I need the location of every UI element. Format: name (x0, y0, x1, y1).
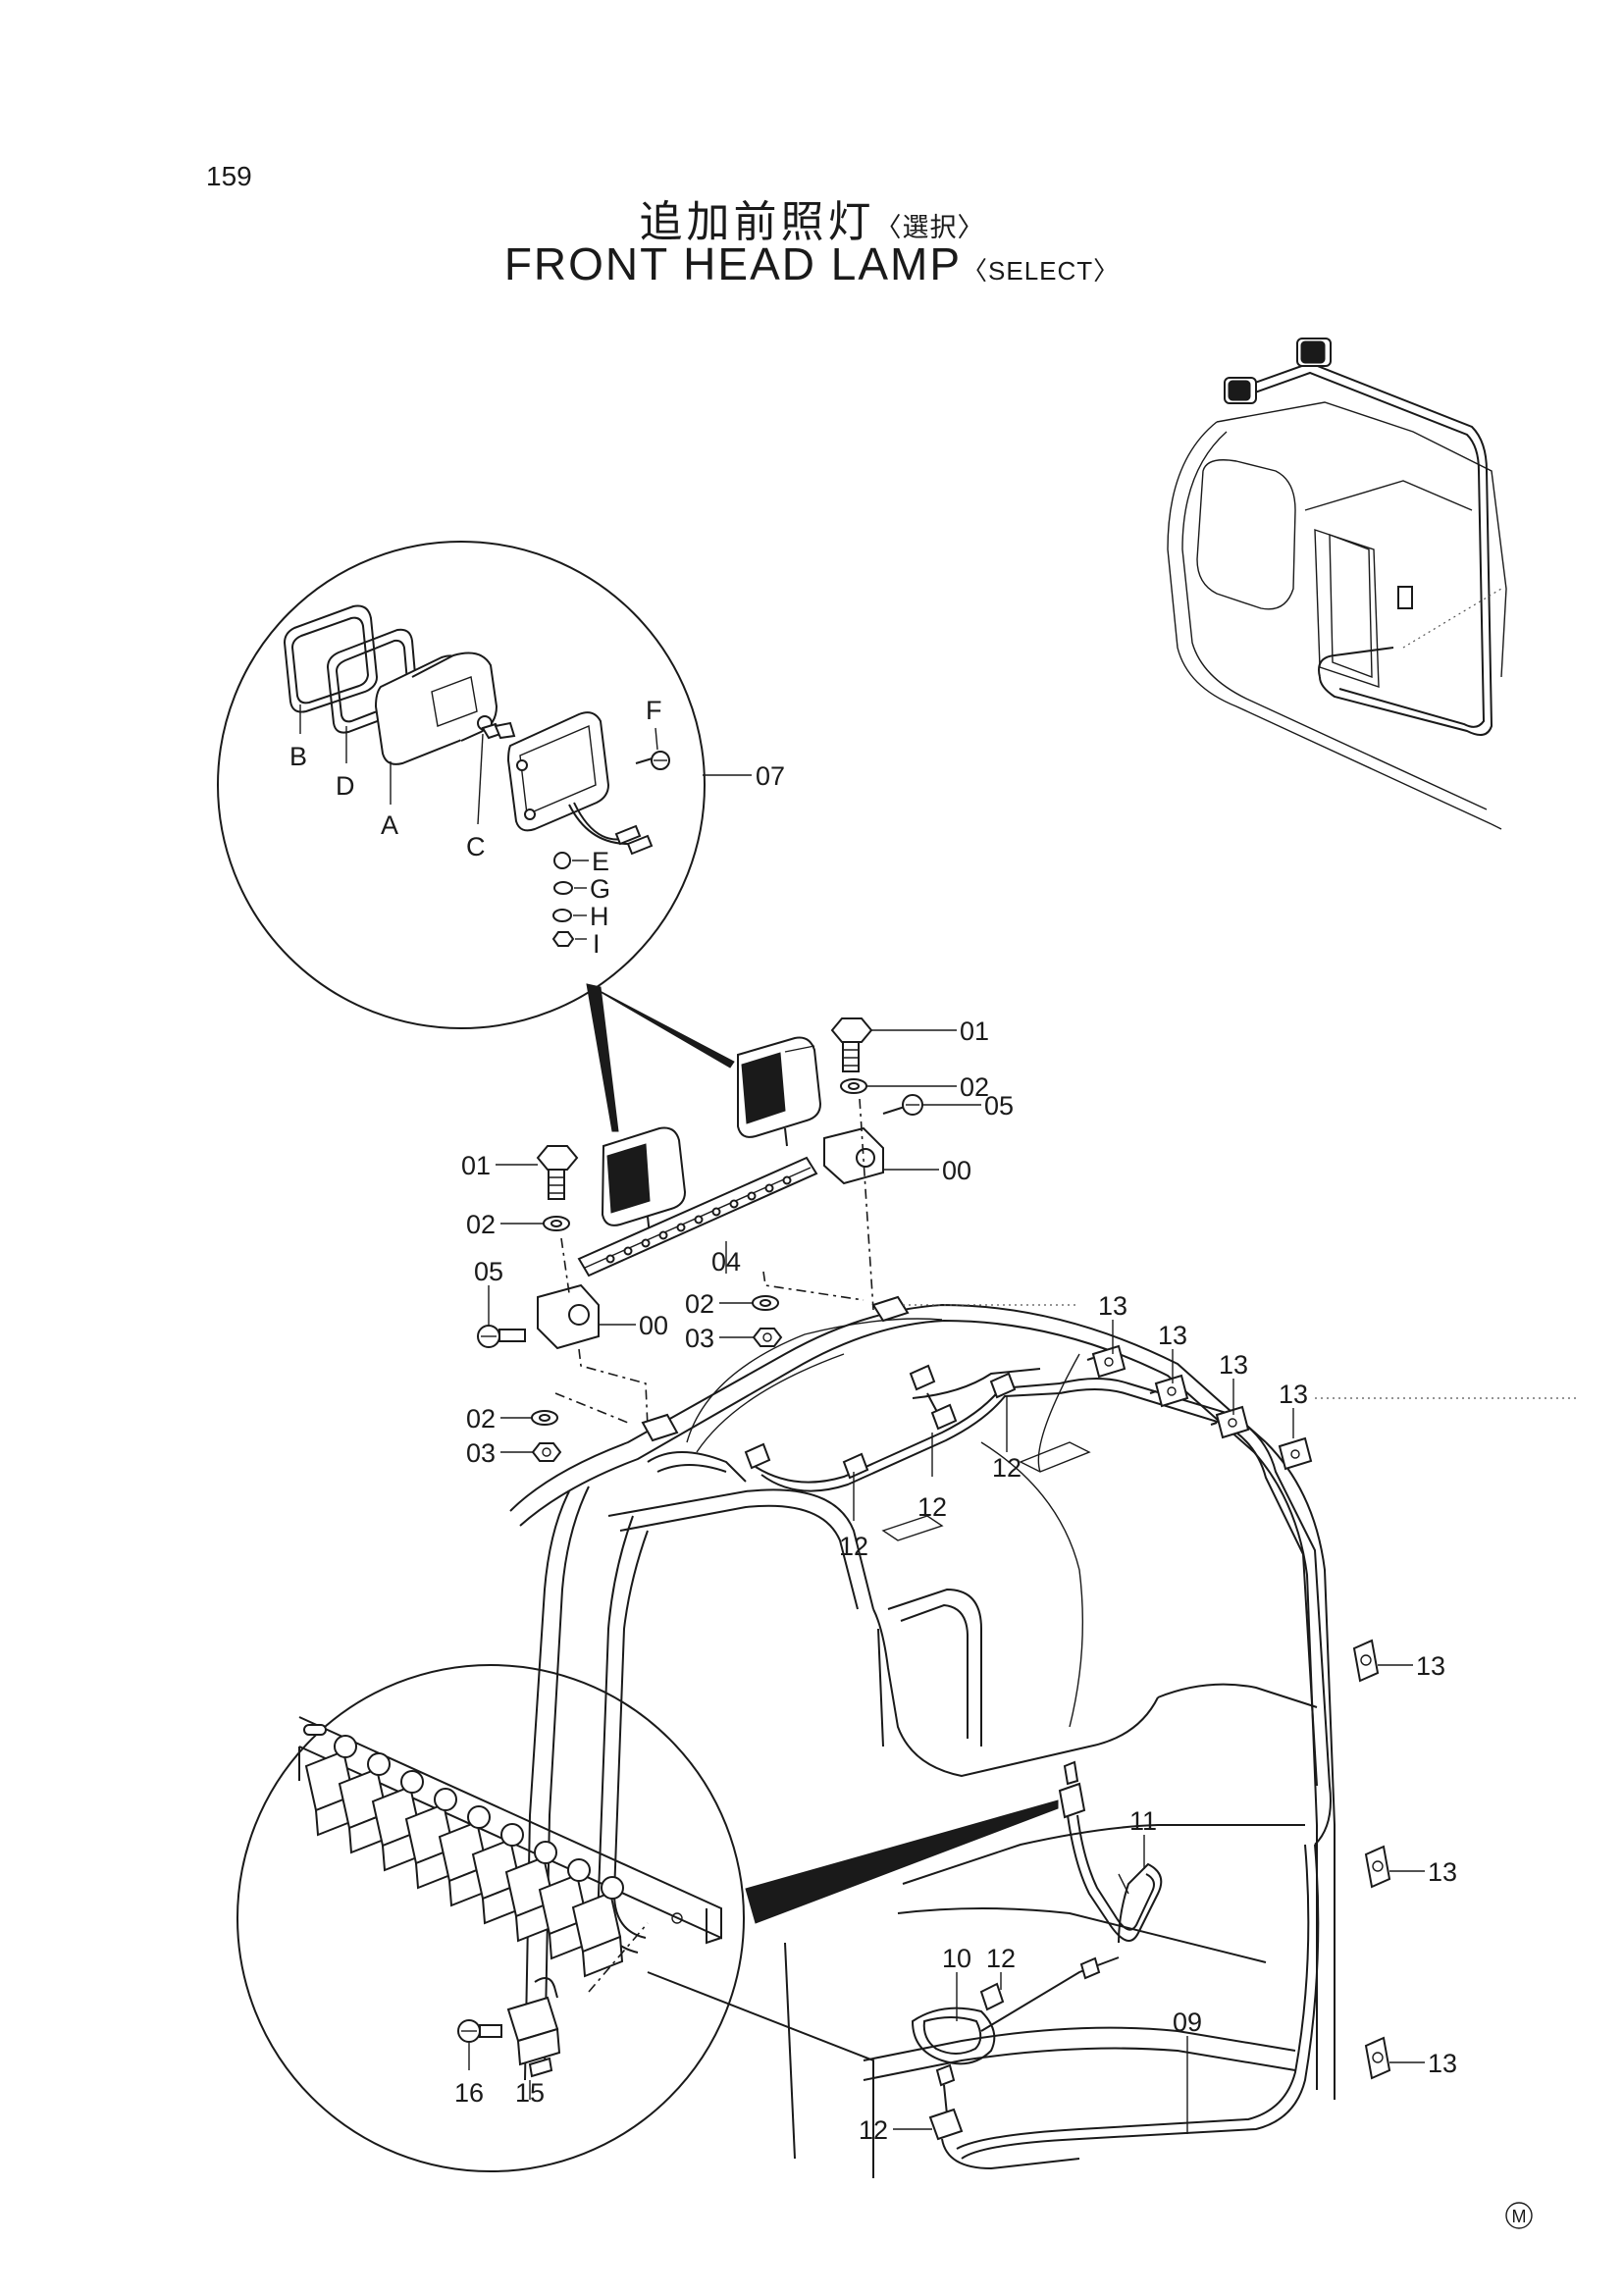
title-english: FRONT HEAD LAMP〈SELECT〉 (0, 237, 1624, 290)
lamp-part-i-nut (551, 931, 575, 947)
callout-labels: 01 02 05 00 01 02 05 00 04 02 03 02 03 1… (454, 1017, 1457, 2145)
front-head-lamp-right (737, 1036, 822, 1147)
lamp-detail-label-i: I (593, 929, 601, 959)
clip-13-b (1149, 1374, 1189, 1408)
front-head-lamp-left (601, 1126, 687, 1235)
lamp-detail-circle: B D A C F E G H I 07 (217, 541, 785, 1029)
callout-05-right: 05 (984, 1091, 1014, 1121)
lamp-detail-pointer-left (586, 983, 619, 1132)
callout-12-c: 12 (839, 1532, 868, 1561)
callout-13-f: 13 (1428, 1857, 1457, 1887)
callout-09: 09 (1173, 2007, 1202, 2037)
callout-02-left: 02 (466, 1210, 496, 1239)
callout-01-right: 01 (960, 1017, 989, 1046)
bolt-01-right (830, 1017, 873, 1072)
lamp-part-gasket-b (283, 604, 379, 713)
callout-01-left: 01 (461, 1151, 491, 1180)
callout-02-middle: 02 (685, 1289, 714, 1319)
lamp-detail-label-b: B (289, 742, 307, 771)
callout-16: 16 (454, 2078, 484, 2108)
lamp-detail-label-e: E (592, 847, 609, 876)
lamp-detail-label-g: G (590, 874, 610, 904)
clip-13-f (1364, 1845, 1391, 1889)
footer-mark: M (1505, 2202, 1533, 2229)
title-japanese: 追加前照灯〈選択〉 (0, 186, 1624, 249)
harness-10 (911, 1956, 1120, 2170)
callout-13-g: 13 (1428, 2049, 1457, 2078)
callout-12-b: 12 (917, 1492, 947, 1522)
overview-bracket (1397, 586, 1413, 609)
callout-13-c: 13 (1219, 1350, 1248, 1380)
callout-12-e: 12 (859, 2115, 888, 2145)
callout-13-e: 13 (1416, 1651, 1445, 1681)
harness-09 (956, 1844, 1320, 2160)
callout-15: 15 (515, 2078, 545, 2108)
title-english-sub: 〈SELECT〉 (962, 256, 1121, 286)
lamp-detail-label-h: H (590, 902, 609, 931)
bracket-00-left (537, 1283, 600, 1350)
page-number: 159 (206, 161, 252, 191)
roof-mount-tab-left (641, 1413, 679, 1442)
callout-04-bar: 04 (711, 1247, 741, 1277)
callout-11: 11 (1129, 1806, 1157, 1836)
lamp-part-h-lockwasher (552, 909, 572, 922)
callout-02-lower: 02 (466, 1404, 496, 1434)
screw-05-left (477, 1325, 526, 1348)
lamp-detail-label-c: C (466, 832, 486, 861)
footer-mark-letter: M (1512, 2207, 1527, 2226)
clip-13-c (1210, 1405, 1250, 1439)
harness-11 (1058, 1760, 1163, 1944)
lamp-detail-label-d: D (336, 771, 355, 801)
callout-12-d: 12 (986, 1944, 1016, 1973)
nut-03-b (531, 1442, 562, 1462)
title-english-main: FRONT HEAD LAMP (503, 238, 963, 289)
nut-03-a (752, 1328, 783, 1347)
callout-13-d: 13 (1279, 1380, 1308, 1409)
screw-05-right (882, 1094, 923, 1116)
title-japanese-main: 追加前照灯 (639, 197, 875, 247)
lamp-mounting-bar-04 (577, 1156, 818, 1277)
roof-mount-tab-right (871, 1295, 910, 1323)
callout-00-left: 00 (639, 1311, 668, 1340)
callout-00-right: 00 (942, 1156, 971, 1185)
callout-03-middle: 03 (685, 1324, 714, 1353)
relay-detail-pointer (745, 1799, 1059, 1924)
bracket-00-right (823, 1126, 884, 1185)
title-japanese-sub: 〈選択〉 (874, 213, 985, 243)
lamp-body-assembly (506, 711, 654, 856)
clip-13-g (1364, 2036, 1391, 2080)
lamp-part-g-washer (553, 881, 573, 895)
callout-05-left: 05 (474, 1257, 503, 1286)
clip-13-e (1352, 1639, 1380, 1683)
lamp-part-e-washer (553, 852, 571, 869)
relay-detail-circle (236, 1664, 745, 2172)
bolt-01-left (536, 1145, 579, 1200)
relay-15 (506, 1922, 649, 2078)
callout-13-a: 13 (1098, 1291, 1127, 1321)
callout-13-b: 13 (1158, 1321, 1187, 1350)
relay-detail-outline (236, 1664, 745, 2172)
callout-12-a: 12 (992, 1453, 1022, 1483)
cab-overview-sketch (1167, 338, 1507, 830)
callout-leaders (488, 1029, 1580, 2134)
clip-13-a (1086, 1344, 1126, 1379)
clip-13-d (1278, 1436, 1313, 1471)
callout-10: 10 (942, 1944, 971, 1973)
lamp-detail-label-a: A (381, 810, 398, 840)
lamp-part-screw-f (635, 751, 670, 770)
lamp-detail-outline (217, 541, 706, 1029)
lamp-assembly-ref-07: 07 (756, 761, 785, 791)
lamp-part-lens-a (374, 652, 498, 765)
roof-lamp-harness (744, 1364, 1332, 1846)
callout-02-right: 02 (960, 1072, 989, 1102)
callout-03-lower: 03 (466, 1438, 496, 1468)
lamp-part-bulb-c (481, 721, 516, 740)
lamp-part-hardware (551, 852, 575, 947)
relay-array (304, 1735, 624, 1978)
screw-16 (457, 2019, 502, 2043)
cab-body (509, 1295, 1336, 2178)
lamp-detail-label-f: F (646, 696, 662, 725)
